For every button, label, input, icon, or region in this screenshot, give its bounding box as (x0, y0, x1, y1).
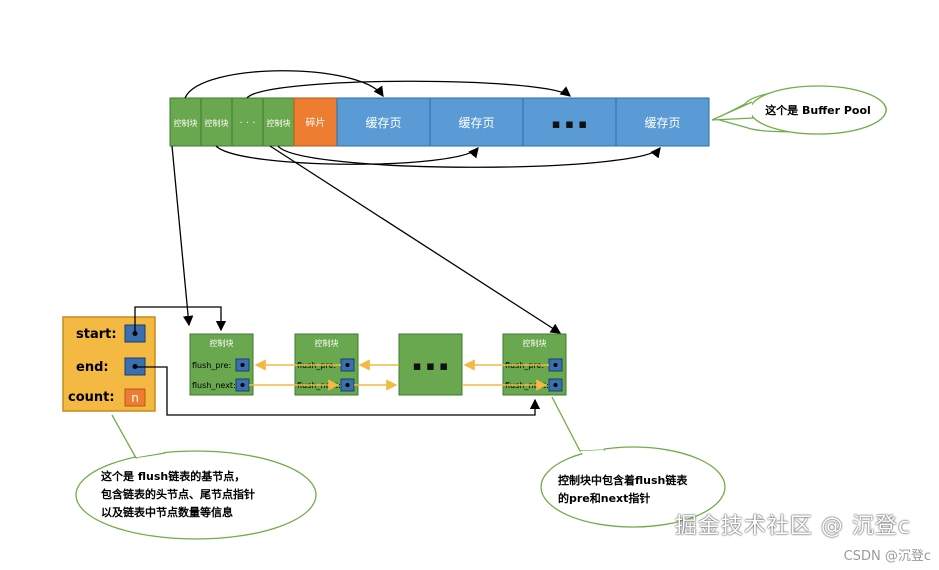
buffer-pool-callout: 这个是 Buffer Pool (711, 85, 887, 135)
node-2-title: 控制块 (315, 338, 339, 348)
node-1-pre-label: flush_pre: (192, 361, 231, 370)
base-node-callout-line1: 这个是 flush链表的基节点， (101, 469, 245, 483)
flush-node-1: 控制块 flush_pre: flush_next: (189, 333, 254, 396)
buffer-pool: 控制块 控制块 · · · 控制块 碎片 缓存页 缓存页 ▪ ▪ ▪ 缓存页 (169, 97, 710, 147)
fragment-label: 碎片 (306, 116, 326, 129)
control-block-1-label: 控制块 (174, 118, 198, 128)
arc-bottom-2 (277, 145, 661, 168)
control-to-page-arcs (184, 70, 661, 168)
cache-page-2-label: 缓存页 (458, 116, 494, 130)
pool-to-list-lines (171, 145, 562, 334)
flush-link-arrows (249, 359, 549, 391)
start-to-head-arrow (134, 306, 227, 333)
node-ellipsis-dots: ▪ ▪ ▪ (413, 359, 448, 374)
control-block-callout-line1: 控制块中包含着flush链表 (558, 473, 688, 487)
arc-top-2 (246, 80, 572, 99)
control-block-ellipsis-dots: · · · (240, 118, 256, 129)
cache-page-1 (336, 97, 431, 147)
base-node-callout-line3: 以及链表中节点数量等信息 (101, 505, 233, 519)
cache-page-2 (429, 97, 524, 147)
control-block-1 (169, 97, 202, 147)
fragment-block (293, 97, 338, 147)
count-value: n (131, 391, 139, 405)
node-1-title: 控制块 (210, 338, 234, 348)
arc-top-1 (184, 70, 384, 99)
buffer-pool-callout-text: 这个是 Buffer Pool (765, 103, 871, 117)
count-value-box (124, 388, 146, 407)
control-block-callout: 控制块中包含着flush链表 的pre和next指针 (540, 396, 726, 528)
control-block-callout-line2: 的pre和next指针 (558, 491, 650, 505)
line-cb1-to-node1 (171, 145, 194, 327)
arc-bottom-1 (215, 145, 479, 165)
cache-page-3 (615, 97, 710, 147)
base-node-callout-line2: 包含链表的头节点、尾节点指针 (100, 487, 255, 501)
flush-base-node: start: end: count: n (62, 316, 156, 412)
node-tail-title: 控制块 (523, 338, 547, 348)
control-block-2 (200, 97, 233, 147)
watermark-sub: CSDN @沉登c (843, 549, 931, 564)
watermark-main: 掘金技术社区 @ 沉登c (674, 514, 911, 539)
start-label: start: (76, 327, 117, 342)
flush-node-ellipsis: ▪ ▪ ▪ (398, 333, 463, 396)
line-cb3-to-node3 (269, 145, 562, 334)
cache-page-1-label: 缓存页 (365, 116, 401, 130)
base-node-callout: 这个是 flush链表的基节点， 包含链表的头节点、尾节点指针 以及链表中节点数… (75, 414, 317, 540)
count-label: count: (68, 390, 115, 405)
cache-page-3-label: 缓存页 (644, 116, 680, 130)
end-to-tail-arrow (135, 366, 541, 416)
cache-page-ellipsis (522, 97, 617, 147)
cache-page-ellipsis-dots: ▪ ▪ ▪ (552, 117, 587, 132)
end-label: end: (76, 360, 109, 375)
control-block-3-label: 控制块 (267, 118, 291, 128)
node-1-next-label: flush_next: (192, 381, 236, 390)
control-block-2-label: 控制块 (205, 118, 229, 128)
